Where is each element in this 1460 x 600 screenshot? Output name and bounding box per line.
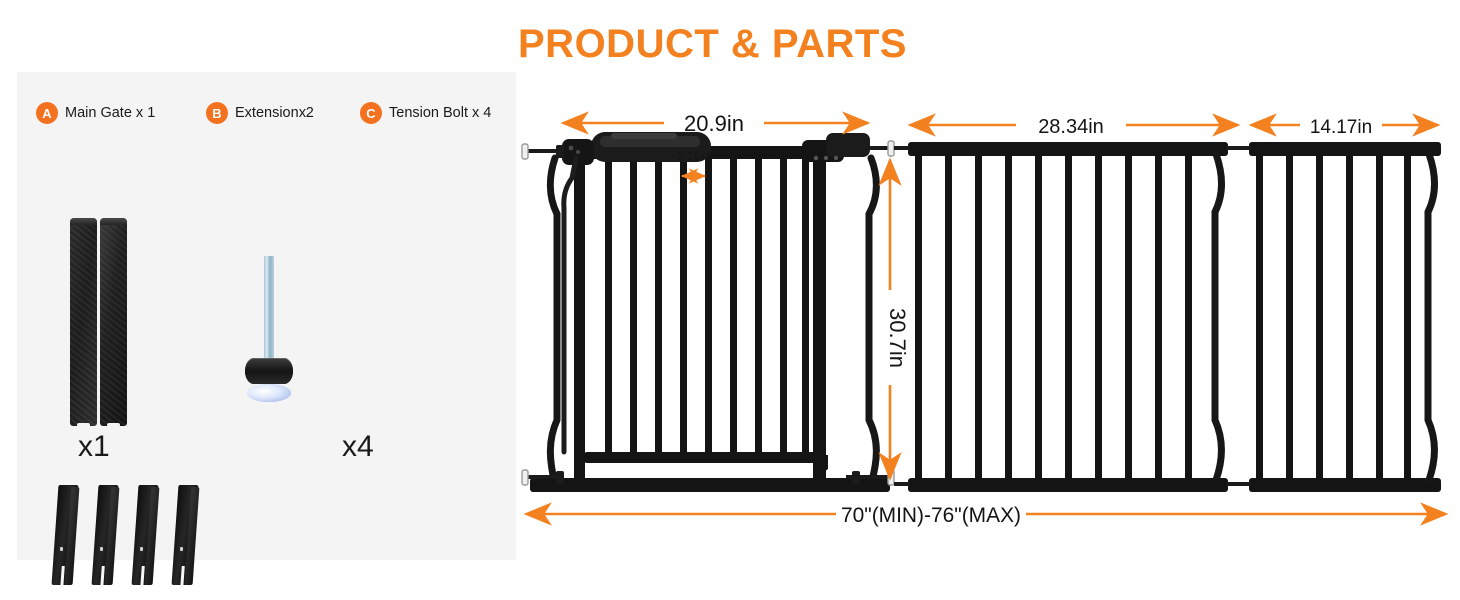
wall-bracket [51, 485, 81, 588]
main-gate-quantity: x1 [78, 430, 110, 463]
bracket-hole [180, 547, 183, 551]
bolt-nut [245, 358, 293, 384]
gate-panel-right-notch [107, 423, 120, 427]
bolt-rod [264, 256, 274, 394]
gate-panel-left [70, 218, 97, 427]
bracket-hole [60, 547, 63, 551]
small-extension-curved-edge [1424, 150, 1438, 484]
main-gate-diagram [521, 132, 895, 492]
badge-b-icon: B [206, 102, 228, 124]
badge-c-icon: C [360, 102, 382, 124]
wall-bracket-part-image [51, 485, 215, 590]
legend-label-extension: Extensionx2 [235, 105, 314, 121]
small-extension-top-rail [1249, 142, 1441, 156]
legend-item-main-gate: A Main Gate x 1 [36, 98, 155, 128]
small-extension-bottom-rail [1249, 478, 1441, 492]
gate-outer-frame-left [546, 154, 561, 488]
dimension-large-extension: 28.34in [907, 113, 1241, 138]
legend-label-main-gate: Main Gate x 1 [65, 105, 156, 121]
badge-a-icon: A [36, 102, 58, 124]
gate-bottom-threshold [530, 478, 890, 492]
gate-panel-right-cap [100, 218, 127, 225]
gate-outer-frame-right [865, 154, 880, 488]
large-extension-bars [915, 152, 1192, 482]
parts-panel: A Main Gate x 1 B Extensionx2 C Tension … [17, 72, 516, 600]
tension-bolt-quantity: x4 [342, 430, 374, 463]
gate-door-bottom-rail [584, 452, 824, 463]
dimension-total-span-label: 70"(MIN)-76"(MAX) [841, 504, 1021, 527]
dimension-gate-width-label: 20.9in [684, 111, 744, 136]
gate-stile-left [574, 150, 585, 484]
main-gate-part-image [70, 218, 130, 428]
wall-bracket [91, 485, 121, 588]
gate-latch-handle [591, 132, 711, 162]
legend-label-tension-bolt: Tension Bolt x 4 [389, 105, 492, 121]
gate-stile-right [813, 150, 826, 484]
bracket-hole [100, 547, 103, 551]
large-extension-top-rail [908, 142, 1228, 156]
dimension-bar-spacing-label: 2.16in [677, 151, 708, 163]
large-extension-curved-edge [1211, 150, 1225, 484]
gate-technical-diagram: 20.9in 28.34in 14.17in 30.7in [516, 0, 1460, 600]
bolt-pad [247, 384, 291, 402]
gate-panel-left-cap [70, 218, 97, 225]
gate-panel-left-notch [77, 423, 90, 427]
dimension-gate-width: 20.9in [560, 111, 871, 136]
dimension-bar-spacing: 2.16in [677, 151, 709, 184]
dimension-total-span: 70"(MIN)-76"(MAX) [523, 502, 1449, 527]
dimension-small-extension-label: 14.17in [1310, 117, 1372, 138]
large-extension-diagram [894, 142, 1242, 492]
gate-latch-collar [562, 139, 594, 165]
dimension-small-extension: 14.17in [1248, 113, 1441, 138]
parts-legend: A Main Gate x 1 B Extensionx2 C Tension … [24, 98, 516, 132]
small-extension-bars [1256, 152, 1411, 482]
small-extension-diagram [1236, 142, 1441, 492]
gate-release-lever [561, 155, 579, 455]
gate-tension-bolt-nuts [556, 142, 860, 484]
wall-bracket [171, 485, 201, 588]
dimension-height: 30.7in [878, 157, 910, 481]
wall-bracket [131, 485, 161, 588]
legend-item-tension-bolt: C Tension Bolt x 4 [360, 98, 491, 128]
dimension-large-extension-label: 28.34in [1038, 116, 1104, 138]
legend-item-extension: B Extensionx2 [206, 98, 314, 128]
gate-foot-stopper [816, 455, 828, 474]
bracket-hole [140, 547, 143, 551]
tension-bolt-part-image [243, 256, 483, 416]
small-extension-connectors [1236, 146, 1251, 486]
large-extension-bottom-rail [908, 478, 1228, 492]
gate-vertical-bars [605, 152, 809, 458]
tension-bolt [243, 256, 295, 416]
dimension-height-label: 30.7in [885, 308, 910, 368]
page-title: PRODUCT & PARTS [518, 22, 907, 66]
gate-panel-right [100, 218, 127, 427]
